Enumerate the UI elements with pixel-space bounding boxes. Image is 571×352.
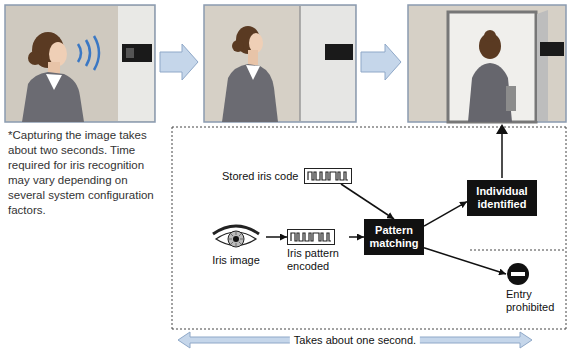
duration-arrow: [178, 332, 532, 348]
rejection-node: Entry prohibited: [506, 262, 564, 314]
node-text: Pattern matching: [367, 224, 421, 250]
entry-arrow: [496, 124, 508, 178]
noentry-icon: [506, 262, 530, 286]
photo-wait: [204, 5, 356, 122]
node-text: Iris pattern encoded: [287, 247, 349, 273]
duration-label: Takes about one second.: [290, 333, 420, 347]
process-box: Pattern matching: [364, 219, 424, 255]
iris-image-node: Iris image: [206, 222, 266, 267]
encoded-pattern-node: Iris pattern encoded: [287, 229, 349, 273]
node-text: Entry prohibited: [506, 288, 564, 314]
dotted-region: [172, 127, 566, 329]
flow-arrow: [424, 202, 467, 227]
flow-arrow: [341, 184, 394, 219]
photo-enter: [408, 5, 566, 122]
eye-icon: [210, 222, 262, 252]
result-box: Individual identified: [467, 180, 537, 216]
flow-arrow: [349, 236, 364, 238]
step-arrow: [361, 44, 401, 80]
node-text: Individual identified: [470, 185, 534, 211]
step-arrow: [160, 44, 198, 80]
photo-scan: [5, 5, 155, 122]
node-text: Iris image: [206, 254, 266, 267]
barcode-icon: [304, 168, 352, 184]
footnote-text: *Capturing the image takes about two sec…: [8, 128, 158, 218]
flow-arrow: [266, 236, 287, 238]
stored-code-node: Stored iris code: [222, 168, 362, 184]
flow-arrow: [424, 248, 506, 274]
barcode-icon: [287, 229, 335, 245]
node-text: Stored iris code: [222, 170, 298, 183]
